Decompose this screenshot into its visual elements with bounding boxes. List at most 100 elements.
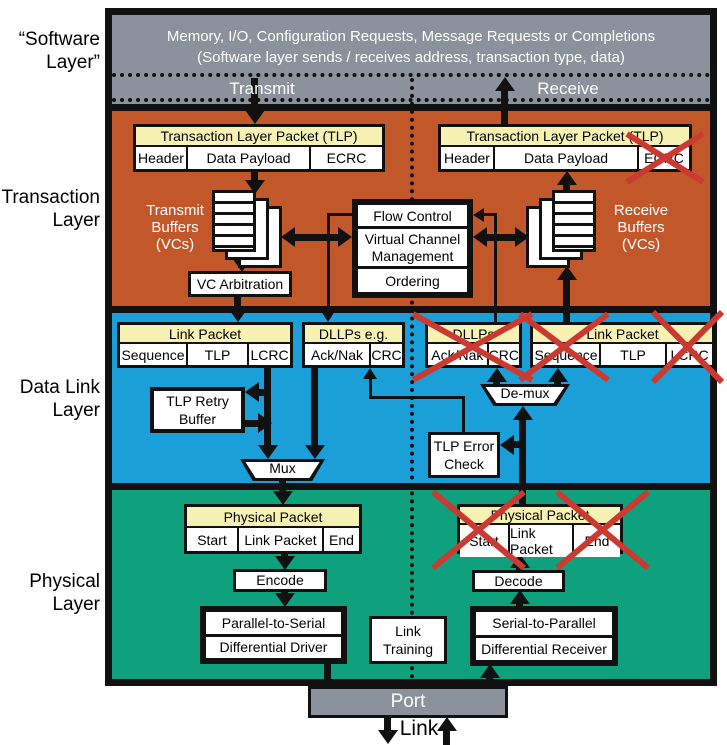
error-check-feedback-line (369, 396, 465, 399)
arrow-linkpacket-to-rxbuffers (563, 279, 570, 322)
arrow-tlp-to-buffers (251, 171, 258, 181)
cross-start-receive (431, 489, 526, 571)
arrow-rxbuffers-to-tlp (563, 183, 570, 192)
link-training-line1: Link (395, 623, 421, 639)
dllps-fields: Ack/Nak CRC (305, 344, 402, 365)
start-field: Start (187, 528, 237, 551)
transmit-buffers-label: Transmit Buffers (VCs) (142, 202, 208, 253)
buffer-page-striped (552, 190, 596, 252)
arrowhead-dllps-to-mux (305, 445, 325, 459)
physical-packet-fields: Start Link Packet End (460, 525, 620, 557)
receive-buffers-line2: Buffers (617, 219, 665, 236)
arrow-physpacket-to-demux (519, 419, 526, 504)
arrow-physpacket-to-encode (281, 554, 288, 557)
demux-label: De-mux (500, 385, 550, 401)
arrow-vcm-txbuffers (293, 234, 340, 241)
arrowhead-vcarb-to-linkpacket (228, 308, 248, 322)
flow-control-tx-line (328, 213, 354, 216)
port-box: Port (308, 686, 508, 718)
tlp-packet-title: Transaction Layer Packet (TLP) (136, 127, 382, 145)
vc-management-line1: Virtual Channel (364, 230, 461, 247)
tlp-data-payload-field: Data Payload (188, 147, 309, 169)
software-message-line1: Memory, I/O, Configuration Requests, Mes… (166, 28, 656, 45)
arrow-into-retry-buffer (259, 389, 271, 396)
arrowhead-into-retry-buffer (245, 382, 259, 402)
link-training-box: Link Training (369, 616, 447, 664)
tlp-field: TLP (601, 344, 665, 365)
physical-packet-title: Physical Packet (187, 507, 359, 526)
tlp-data-payload-field: Data Payload (495, 147, 637, 169)
demux-shape-inner (485, 387, 565, 403)
arrow-software-to-tlp (251, 78, 258, 110)
physical-packet-fields: Start Link Packet End (187, 528, 359, 551)
arrow-demux-to-dllps-rx (493, 380, 500, 385)
arrow-link-into-port (443, 730, 450, 745)
arrow-into-error-check (512, 441, 523, 448)
link-packet-field: Link Packet (239, 528, 322, 551)
arrowhead-link-into-port (437, 717, 457, 731)
transmit-band-label: Transmit (229, 79, 295, 98)
cross-lcrc-receive (650, 309, 725, 385)
receive-buffers-icon (526, 190, 600, 270)
arrowhead-into-dllps-tx (321, 311, 335, 322)
data-link-layer-label-line1: Data Link (19, 377, 100, 398)
vc-arbitration-box: VC Arbitration (188, 271, 292, 297)
transaction-layer-label: Transaction Layer (0, 186, 100, 232)
physical-layer-label-line1: Physical (29, 571, 100, 592)
arrowhead-into-flow-control (473, 208, 484, 222)
tlp-packet-fields: Header Data Payload ECRC (136, 147, 382, 169)
transaction-layer-label-line2: Layer (52, 210, 100, 231)
demux-shape: De-mux (480, 384, 570, 406)
cross-ecrc-receive (625, 131, 705, 185)
tlp-packet-receive: Transaction Layer Packet (TLP) Header Da… (438, 124, 692, 172)
error-check-feedback-line (369, 378, 372, 399)
vc-management-box: Virtual Channel Management (358, 229, 467, 266)
data-link-layer-label-line2: Layer (52, 400, 100, 421)
tlp-retry-line1: TLP Retry (166, 393, 229, 409)
arrowhead-vcm-to-rxbuffers (515, 227, 529, 247)
lcrc-field: LCRC (249, 344, 290, 365)
flow-control-box: Flow Control (358, 205, 467, 226)
flow-control-rx-line (494, 213, 497, 322)
transaction-control-stack: Flow Control Virtual Channel Management … (352, 199, 473, 298)
arrowhead-into-error-check (500, 435, 514, 455)
ordering-box: Ordering (358, 269, 467, 292)
arrowhead-s2p-to-decode (510, 590, 530, 604)
arrowhead-vcm-to-txbuffers (281, 227, 295, 247)
arrowhead-tlp-to-software (495, 77, 515, 91)
end-field: End (324, 528, 359, 551)
arrowhead-txbuffers-to-vcm (338, 227, 352, 247)
parallel-to-serial-box: Parallel-to-Serial (206, 612, 341, 634)
arrow-driver-to-port (324, 664, 331, 690)
receive-buffers-line3: (VCs) (621, 236, 661, 253)
encode-box: Encode (233, 569, 327, 592)
software-layer-label-line1: “Software (18, 29, 100, 50)
transmit-buffers-line3: (VCs) (155, 236, 195, 253)
link-packet-title: Link Packet (120, 325, 290, 342)
software-message-line2: (Software layer sends / receives address… (197, 49, 625, 66)
tlp-error-line2: Check (444, 456, 484, 472)
cross-sequence-receive (518, 311, 610, 383)
vc-management-line2: Management (371, 247, 454, 264)
dllps-title: DLLPs e.g. (305, 325, 402, 342)
error-check-feedback-line (462, 398, 465, 432)
arrowhead-physpacket-to-encode (275, 556, 295, 570)
flow-control-tx-line (327, 213, 330, 310)
arrow-s2p-to-decode (516, 602, 523, 607)
arrow-dllps-to-mux (311, 368, 318, 445)
mux-shape-inner (245, 462, 320, 478)
tlp-packet-transmit: Transaction Layer Packet (TLP) Header Da… (133, 124, 385, 172)
physical-layer-label: Physical Layer (0, 570, 100, 616)
arrowhead-mux-to-physpacket (273, 491, 293, 505)
link-label: Link (399, 717, 439, 740)
receive-buffers-line1: Receive (613, 202, 669, 219)
acknak-field: Ack/Nak (305, 344, 369, 365)
buffer-page-striped (212, 190, 256, 252)
arrow-mux-to-physpacket (279, 481, 286, 491)
arrowhead-rxbuffers-to-tlp (557, 171, 577, 185)
sequence-field: Sequence (120, 344, 186, 365)
arrowhead-port-to-receiver (480, 664, 500, 678)
arrowhead-linkpacket-to-rxbuffers (557, 266, 577, 280)
arrowhead-encode-to-serializer (275, 593, 295, 607)
